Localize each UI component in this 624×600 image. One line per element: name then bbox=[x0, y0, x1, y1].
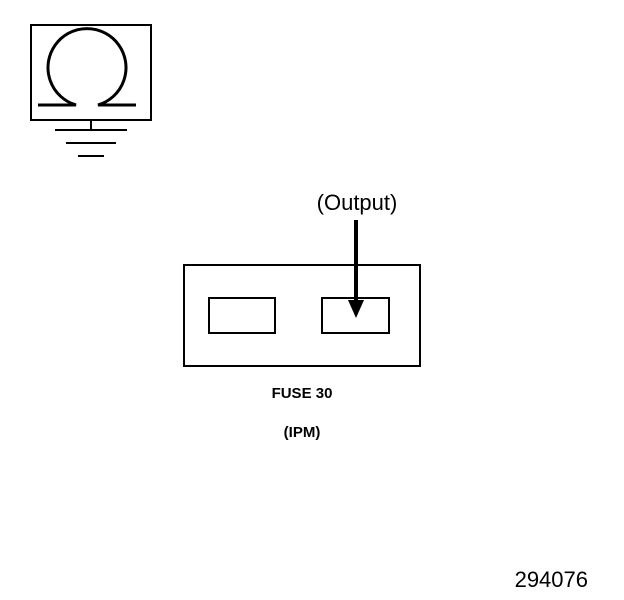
fuse-terminal-right bbox=[321, 297, 390, 334]
fuse-terminal-left bbox=[208, 297, 276, 334]
probe-arrow-head bbox=[348, 300, 364, 318]
fuse-label: FUSE 30 bbox=[272, 385, 333, 402]
ohmmeter-icon bbox=[30, 24, 152, 121]
probe-arrow bbox=[348, 220, 364, 318]
fuse-30 bbox=[183, 264, 421, 367]
location-label: (IPM) bbox=[284, 424, 321, 441]
ground-icon bbox=[55, 120, 127, 157]
omega-symbol bbox=[38, 27, 136, 107]
fuse-housing bbox=[183, 264, 421, 367]
figure-id: 294076 bbox=[515, 567, 588, 592]
output-label: (Output) bbox=[317, 190, 398, 215]
